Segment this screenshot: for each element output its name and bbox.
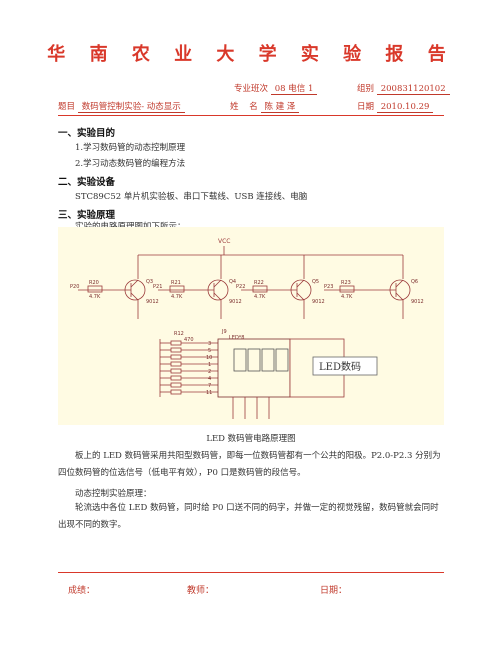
- date-label: 日期: [357, 102, 375, 112]
- q6-net: P23: [324, 284, 333, 290]
- body-paragraph-3: 轮流选中各位 LED 数码管，同时给 P0 口送不同的码字，并做一定的视觉残留，…: [58, 500, 444, 534]
- q4-res-value: 4.7K: [171, 294, 183, 300]
- footer-divider: [58, 572, 444, 573]
- topic-field: 题目 数码管控制实验- 动态显示: [58, 100, 185, 113]
- q4-ref: Q4: [229, 279, 236, 285]
- q3-ref: Q3: [146, 279, 153, 285]
- name-field: 姓 名 陈 建 泽: [230, 100, 300, 113]
- resistor-network: R12 470: [159, 331, 218, 397]
- q5-resistor: R22: [254, 280, 264, 286]
- body-paragraph-1-text: 板上的 LED 数码管采用共阳型数码管，即每一位数码管都有一个公共的阳极。P2.…: [58, 451, 441, 478]
- q3-part: 9012: [146, 299, 159, 305]
- score-label: 成绩：: [68, 586, 96, 596]
- teacher-label: 教师：: [187, 586, 215, 596]
- class-field: 专业班次 08 电信 1: [234, 82, 318, 95]
- q3-res-value: 4.7K: [89, 294, 101, 300]
- schematic-caption: LED 数码管电路原理图: [206, 434, 296, 444]
- q4-resistor: R21: [171, 280, 181, 286]
- q5-res-value: 4.7K: [254, 294, 266, 300]
- section-purpose-title: 一、实验目的: [58, 128, 116, 139]
- body-paragraph-1: 板上的 LED 数码管采用共阳型数码管，即每一位数码管都有一个公共的阳极。P2.…: [58, 448, 444, 482]
- resnet-ref: R12: [174, 331, 184, 337]
- pin-4: 4: [208, 376, 211, 382]
- pin-5: 5: [208, 348, 211, 354]
- led-connector: J9 LED*8 3 5 10 1 2 4 7 11: [206, 329, 291, 419]
- pin-7: 7: [208, 383, 211, 389]
- q3-resistor: R20: [89, 280, 99, 286]
- q6-part: 9012: [411, 299, 424, 305]
- pin-3: 3: [208, 341, 211, 347]
- group-value: 200831120102: [376, 84, 450, 95]
- header-divider: [58, 115, 444, 116]
- pin-10: 10: [206, 355, 212, 361]
- date-field: 日期 2010.10.29: [357, 100, 434, 113]
- class-value: 08 电信 1: [270, 84, 318, 95]
- pin-1: 1: [208, 362, 211, 368]
- topic-label: 题目: [58, 102, 76, 112]
- q4-part: 9012: [229, 299, 242, 305]
- transistor-q4: P21 R21 4.7K Q4 9012: [153, 255, 242, 319]
- q5-ref: Q5: [312, 279, 319, 285]
- q6-resistor: R23: [341, 280, 351, 286]
- q6-ref: Q6: [411, 279, 418, 285]
- body-paragraph-2: 动态控制实验原理：: [75, 489, 152, 499]
- circuit-schematic: VCC P20 R20 4.7K Q3 9012: [58, 227, 444, 425]
- section-equipment-title: 二、实验设备: [58, 177, 116, 188]
- schematic-drawing: VCC P20 R20 4.7K Q3 9012: [70, 238, 424, 419]
- name-label: 姓 名: [230, 102, 258, 112]
- topic-value: 数码管控制实验- 动态显示: [77, 102, 185, 113]
- purpose-item-1: 1.学习数码管的动态控制原理: [75, 143, 186, 153]
- vcc-label: VCC: [218, 238, 230, 245]
- group-field: 组别 200831120102: [357, 82, 450, 95]
- q4-net: P21: [153, 284, 162, 290]
- footer-date-label: 日期：: [320, 586, 348, 596]
- pin-11: 11: [206, 390, 212, 396]
- led-label-box: [312, 356, 378, 376]
- date-value: 2010.10.29: [376, 102, 434, 113]
- q3-net: P20: [70, 284, 79, 290]
- resnet-value: 470: [184, 337, 194, 343]
- section-principle-title: 三、实验原理: [58, 210, 116, 221]
- q5-part: 9012: [312, 299, 325, 305]
- name-value: 陈 建 泽: [260, 102, 300, 113]
- purpose-item-2: 2.学习动态数码管的编程方法: [75, 159, 186, 169]
- class-label: 专业班次: [234, 84, 269, 94]
- group-label: 组别: [357, 84, 375, 94]
- q6-res-value: 4.7K: [341, 294, 353, 300]
- transistor-q3: P20 R20 4.7K Q3 9012: [70, 255, 159, 319]
- equipment-text: STC89C52 单片机实验板、串口下载线、USB 连接线、电脑: [75, 192, 308, 202]
- report-title: 华 南 农 业 大 学 实 验 报 告: [47, 44, 455, 65]
- connector-ref: J9: [221, 329, 227, 335]
- transistor-q6: P23 R23 4.7K Q6 9012: [324, 255, 424, 319]
- q5-net: P22: [236, 284, 245, 290]
- body-paragraph-3-text: 轮流选中各位 LED 数码管，同时给 P0 口送不同的码字，并做一定的视觉残留，…: [58, 503, 439, 530]
- pin-2: 2: [208, 369, 211, 375]
- transistor-q5: P22 R22 4.7K Q5 9012: [236, 255, 325, 319]
- led-label: LED数码: [319, 360, 361, 373]
- connector-name: LED*8: [229, 335, 244, 341]
